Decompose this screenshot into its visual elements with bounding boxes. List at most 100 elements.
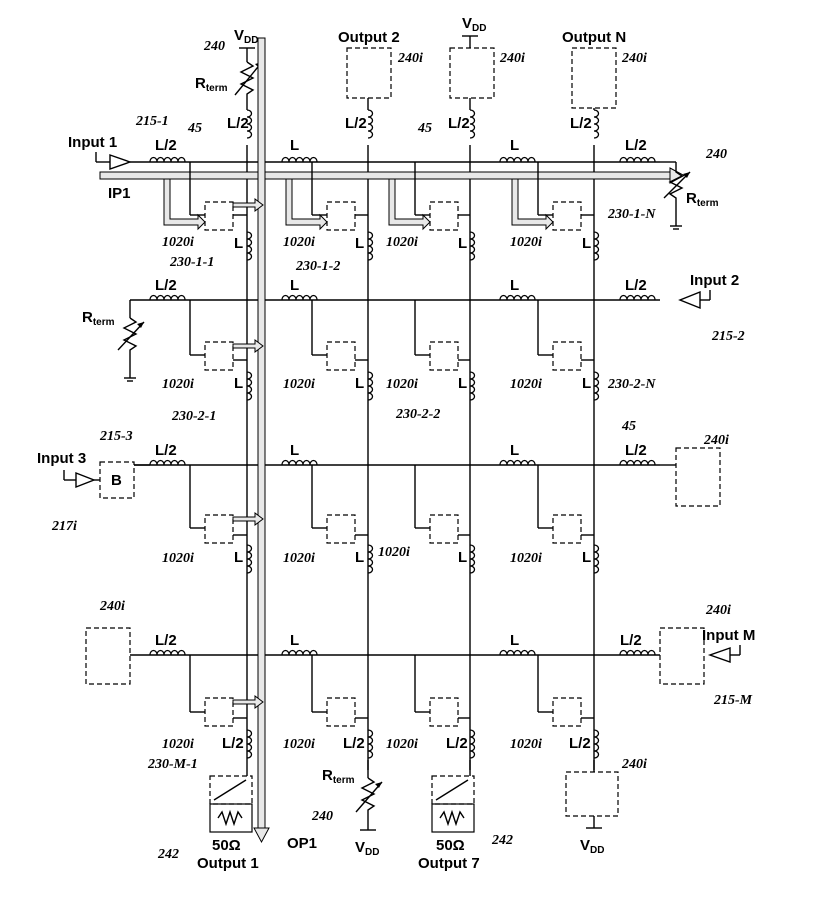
ohm-output-1: 50Ω (212, 837, 241, 854)
input3-block (63, 461, 150, 499)
column-inductors (246, 109, 600, 759)
l-label: L (510, 137, 519, 154)
reference-numerals: 240 240i 240i 240i 240 215-1 45 45 45 23… (51, 39, 753, 862)
l-half-label: L/2 (222, 735, 244, 752)
bottom-output7 (431, 760, 475, 833)
ref-230-1-2: 230-1-2 (295, 259, 340, 274)
output-1-label: Output 1 (197, 855, 259, 872)
ref-230-1-n: 230-1-N (607, 207, 656, 222)
ref-215-m: 215-M (713, 693, 753, 708)
l-half-label: L/2 (227, 115, 249, 132)
l-half-label: L/2 (155, 442, 177, 459)
ref-240: 240 (203, 39, 225, 54)
l-label: L (510, 277, 519, 294)
ref-1020i: 1020i (386, 377, 418, 392)
l-label: L (290, 632, 299, 649)
ref-1020i: 1020i (510, 377, 542, 392)
ref-242: 242 (491, 833, 513, 848)
ref-1020i: 1020i (162, 377, 194, 392)
op1-label: OP1 (287, 835, 317, 852)
input-m-label: Input M (702, 627, 755, 644)
l-label: L (234, 235, 243, 252)
l-label: L (510, 632, 519, 649)
l-label: L (290, 442, 299, 459)
bottom-output1 (209, 760, 253, 833)
b-block-label: B (111, 472, 122, 489)
output-2-label: Output 2 (338, 29, 400, 46)
ref-230-2-n: 230-2-N (607, 377, 656, 392)
l-label: L (458, 375, 467, 392)
ip1-label: IP1 (108, 185, 131, 202)
l-label: L (458, 549, 467, 566)
l-label: L (355, 235, 364, 252)
ref-1020i: 1020i (386, 737, 418, 752)
ref-240: 240 (311, 809, 333, 824)
vdd-top-mid: VDD (462, 15, 486, 34)
l-half-label: L/2 (343, 735, 365, 752)
ref-230-2-2: 230-2-2 (395, 407, 440, 422)
ref-1020i: 1020i (510, 551, 542, 566)
bottom-coln-box (565, 760, 619, 829)
vdd-bottom-coln: VDD (580, 837, 604, 856)
input-2-label: Input 2 (690, 272, 739, 289)
ref-45: 45 (417, 121, 432, 136)
ref-45: 45 (187, 121, 202, 136)
l-half-label: L/2 (155, 137, 177, 154)
l-label: L (582, 549, 591, 566)
ref-240i: 240i (705, 603, 731, 618)
output-7-label: Output 7 (418, 855, 480, 872)
l-label: L (355, 375, 364, 392)
ref-240i: 240i (621, 757, 647, 772)
text-labels: Input 1 Input 2 Input 3 Input M Output 2… (37, 15, 755, 872)
l-half-label: L/2 (155, 277, 177, 294)
rterm-row1-right: Rterm (686, 190, 719, 209)
l-half-label: L/2 (345, 115, 367, 132)
ohm-output-7: 50Ω (436, 837, 465, 854)
ref-240i: 240i (499, 51, 525, 66)
l-half-label: L/2 (625, 137, 647, 154)
l-label: L (582, 235, 591, 252)
l-half-label: L/2 (625, 442, 647, 459)
ref-1020i: 1020i (386, 235, 418, 250)
ref-240: 240 (705, 147, 727, 162)
ref-230-2-1: 230-2-1 (171, 409, 216, 424)
input-3-label: Input 3 (37, 450, 86, 467)
l-half-label: L/2 (620, 632, 642, 649)
input-rows (130, 161, 660, 656)
rterm-row2-left: Rterm (82, 309, 115, 328)
rterm-top-left: Rterm (195, 75, 228, 94)
ref-1020i: 1020i (510, 235, 542, 250)
ref-1020i: 1020i (510, 737, 542, 752)
l-half-label: L/2 (570, 115, 592, 132)
ref-217i: 217i (51, 519, 77, 534)
ref-1020i: 1020i (283, 235, 315, 250)
l-label: L (458, 235, 467, 252)
input1-buffer (95, 152, 133, 170)
ref-1020i: 1020i (283, 551, 315, 566)
l-label: L (234, 549, 243, 566)
l-label: L (355, 549, 364, 566)
l-half-label: L/2 (448, 115, 470, 132)
ref-215-3: 215-3 (99, 429, 133, 444)
l-label: L (290, 137, 299, 154)
ip1-op1-bars (99, 37, 686, 844)
ref-1020i: 1020i (162, 551, 194, 566)
ref-215-1: 215-1 (135, 114, 169, 129)
input2-buffer (678, 290, 711, 310)
vdd-bottom-col2: VDD (355, 839, 379, 858)
ref-230-m-1: 230-M-1 (147, 757, 198, 772)
output-lines (246, 145, 595, 770)
l-half-label: L/2 (155, 632, 177, 649)
ref-1020i: 1020i (378, 545, 410, 560)
bottom-col2-rterm (355, 760, 383, 831)
l-label: L (582, 375, 591, 392)
ref-45: 45 (621, 419, 636, 434)
ref-1020i: 1020i (283, 377, 315, 392)
l-half-label: L/2 (569, 735, 591, 752)
vdd-top-left: VDD (234, 27, 258, 46)
l-label: L (234, 375, 243, 392)
l-half-label: L/2 (625, 277, 647, 294)
ref-1020i: 1020i (162, 737, 194, 752)
output-n-label: Output N (562, 29, 626, 46)
